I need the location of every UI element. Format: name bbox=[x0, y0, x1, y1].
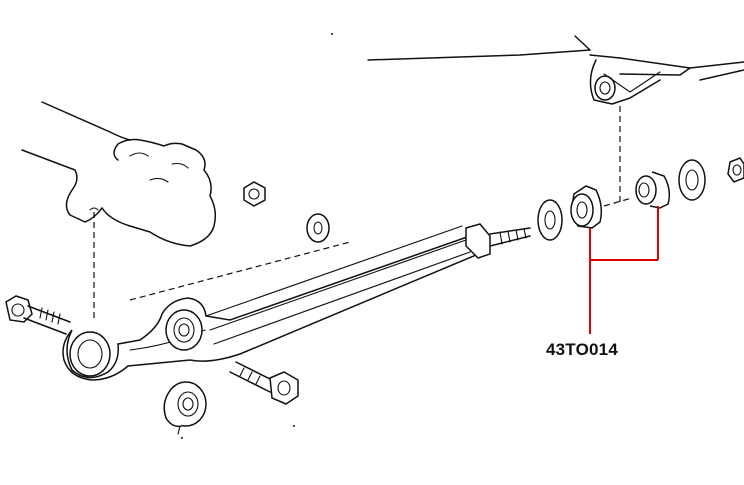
bushing-axis-line bbox=[603, 197, 633, 207]
callout-leader bbox=[589, 206, 659, 334]
vehicle-frame-outline bbox=[367, 35, 744, 105]
speck bbox=[293, 425, 295, 427]
speck bbox=[181, 437, 183, 439]
washer-right-1 bbox=[537, 199, 563, 241]
bolt-bottom bbox=[229, 361, 299, 405]
washer bbox=[306, 213, 330, 243]
speck bbox=[331, 33, 333, 35]
nut-right bbox=[727, 157, 744, 183]
nut-small bbox=[243, 181, 266, 207]
chassis-bracket-outline bbox=[21, 101, 217, 247]
bushing-1 bbox=[570, 185, 603, 229]
bolt-left bbox=[5, 295, 71, 335]
arm-axis-line bbox=[129, 241, 351, 301]
bushing-bottom bbox=[163, 381, 207, 435]
control-arm bbox=[62, 223, 531, 381]
washer-right-2 bbox=[678, 159, 706, 201]
bushing-2 bbox=[635, 171, 671, 209]
part-number-label: 43TO014 bbox=[546, 340, 618, 359]
